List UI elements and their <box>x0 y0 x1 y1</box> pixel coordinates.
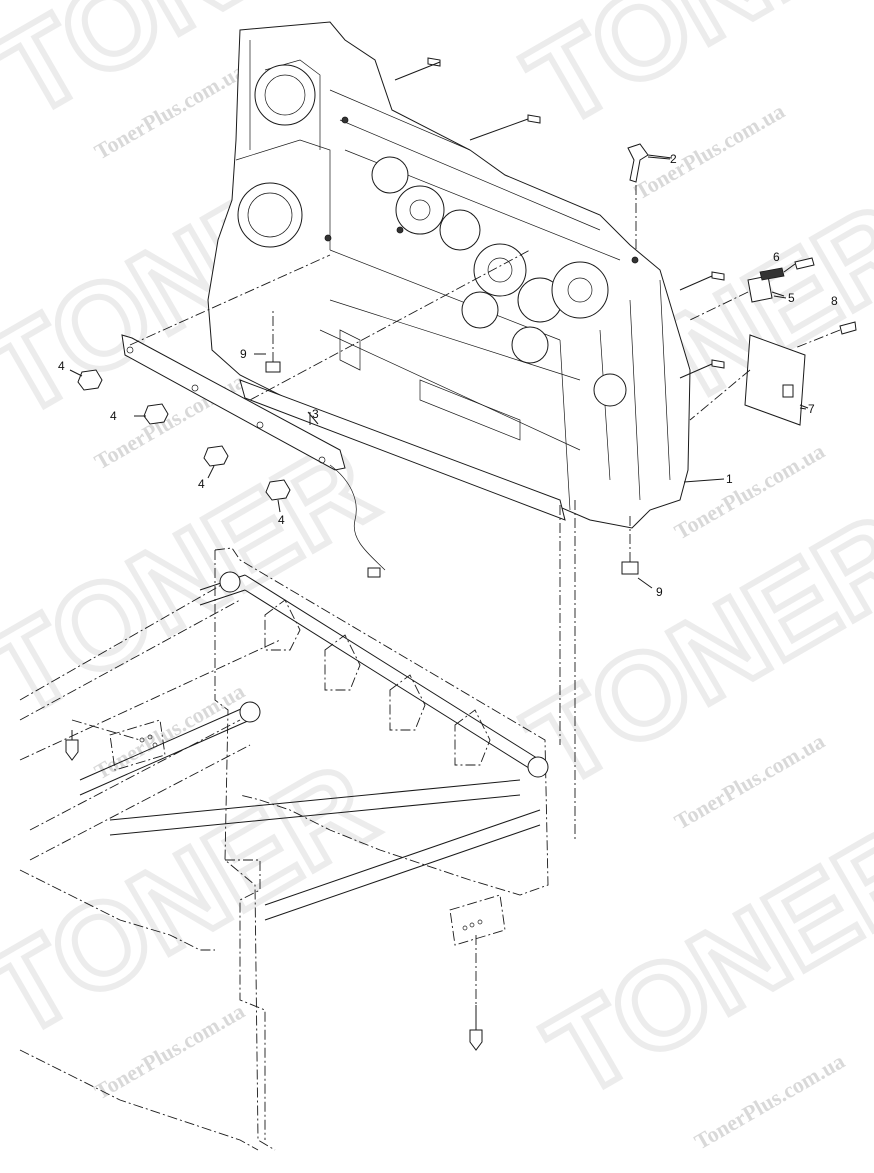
part-3-bracket <box>121 334 386 578</box>
callout-2: 2 <box>670 152 677 166</box>
callout-9a: 9 <box>240 347 247 361</box>
callout-leaders <box>254 156 807 589</box>
callout-6: 6 <box>773 250 780 264</box>
part-5-sensor <box>689 267 785 321</box>
callout-1: 1 <box>726 472 733 486</box>
callout-4b: 4 <box>110 409 117 423</box>
callout-3: 3 <box>312 407 319 421</box>
part-8-screw <box>794 321 857 349</box>
callout-5: 5 <box>788 291 795 305</box>
watermark-text: TonerPlus.com.ua <box>630 98 789 204</box>
part-7-board <box>689 334 809 426</box>
watermark-brand-big: TONER <box>0 738 395 1063</box>
part-2-lever <box>627 143 673 250</box>
part-9-pads <box>265 310 639 575</box>
watermark-text: TonerPlus.com.ua <box>690 1048 849 1154</box>
callout-labels: 1 2 3 4 4 4 4 5 6 7 8 9 9 <box>58 152 838 599</box>
callout-7: 7 <box>808 402 815 416</box>
assembly-leader-lines <box>129 249 576 840</box>
part-4-spacers <box>69 369 291 513</box>
callout-9b: 9 <box>656 585 663 599</box>
frame-screws <box>394 57 725 379</box>
base-frame-phantom <box>19 547 549 1151</box>
callout-8: 8 <box>831 294 838 308</box>
callout-4a: 4 <box>58 359 65 373</box>
callout-4c: 4 <box>198 477 205 491</box>
watermark-brand-big: TONER <box>506 0 874 153</box>
watermark-text: TonerPlus.com.ua <box>670 728 829 834</box>
part-6-screw <box>783 257 815 273</box>
callout-4d: 4 <box>278 513 285 527</box>
side-frame-assembly <box>207 21 691 529</box>
